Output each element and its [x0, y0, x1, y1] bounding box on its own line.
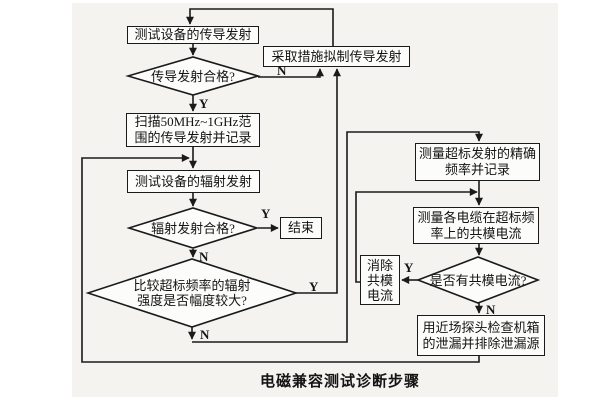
node-near-field-probe-line1: 用近场探头检查机箱 [422, 319, 540, 335]
node-conducted-test: 测试设备的传导发射 [127, 26, 259, 44]
label-compare-no: N [200, 327, 210, 342]
diamond-compare-amplitude-line2: 强度是否幅度较大? [137, 293, 247, 308]
label-conducted-yes: Y [199, 96, 209, 111]
conn-probe-to-radiated-test [81, 154, 480, 363]
figure-caption: 电磁兼容测试诊断步骤 [259, 374, 420, 390]
node-radiated-test-label: 测试设备的辐射发射 [134, 173, 252, 189]
node-end-label: 结束 [287, 220, 314, 235]
diamond-compare-amplitude-line1: 比较超标频率的辐射 [133, 278, 251, 293]
node-scan-record-line1: 扫描50MHz~1GHz范 [134, 114, 252, 129]
node-eliminate-current: 消除 共模 电流 [360, 255, 400, 305]
conn-compare-yes-to-suppress [296, 68, 341, 294]
diamond-has-common-current-label: 是否有共模电流? [429, 273, 527, 288]
node-suppress-conducted-label: 采取措施拟制传导发射 [271, 48, 402, 64]
diamond-compare-amplitude-shape [85, 258, 299, 328]
node-conducted-test-label: 测试设备的传导发射 [134, 27, 252, 42]
diamond-radiated-ok-label: 辐射发射合格? [151, 221, 235, 236]
node-measure-freq-line2: 频率并记录 [444, 162, 510, 177]
label-common-yes: Y [404, 260, 414, 275]
node-measure-current-line2: 率上的共模电流 [430, 225, 522, 241]
diamond-conducted-ok-label: 传导发射合格? [151, 69, 235, 84]
label-radiated-yes: Y [261, 206, 271, 221]
node-scan-record: 扫描50MHz~1GHz范 围的传导发射并记录 [126, 113, 260, 147]
node-measure-freq-line1: 测量超标发射的精确 [418, 146, 536, 161]
node-eliminate-current-line2: 共模 [366, 272, 393, 288]
node-eliminate-current-line1: 消除 [366, 257, 393, 273]
label-common-no: N [486, 302, 496, 317]
diamond-compare-amplitude-label: 比较超标频率的辐射 强度是否幅度较大? [92, 278, 292, 308]
node-suppress-conducted: 采取措施拟制传导发射 [263, 46, 410, 67]
node-near-field-probe-line2: 的泄漏并排除泄漏源 [422, 335, 540, 351]
diamond-radiated-ok-shape [126, 207, 260, 249]
label-radiated-no: N [199, 249, 209, 264]
conn-compare-no-to-measure-freq [192, 131, 483, 343]
node-measure-freq: 测量超标发射的精确 频率并记录 [415, 143, 540, 181]
node-scan-record-line2: 围的传导发射并记录 [134, 130, 252, 145]
conn-conducted-no-to-suppress [258, 68, 324, 78]
label-conducted-no: N [277, 63, 287, 78]
conn-suppress-to-conducted-test [186, 8, 334, 46]
diamond-conducted-ok-shape [125, 56, 261, 96]
diamond-has-common-current-shape [415, 256, 541, 304]
label-compare-yes: Y [309, 279, 319, 294]
node-end: 结束 [280, 217, 322, 239]
node-near-field-probe: 用近场探头检查机箱 的泄漏并排除泄漏源 [417, 315, 545, 356]
node-measure-current-line1: 测量各电缆在超标频 [417, 209, 535, 225]
node-eliminate-current-line3: 电流 [366, 287, 393, 303]
node-measure-current: 测量各电缆在超标频 率上的共模电流 [413, 207, 539, 244]
node-radiated-test: 测试设备的辐射发射 [127, 170, 260, 193]
conn-eliminate-to-measure-current [355, 188, 478, 283]
